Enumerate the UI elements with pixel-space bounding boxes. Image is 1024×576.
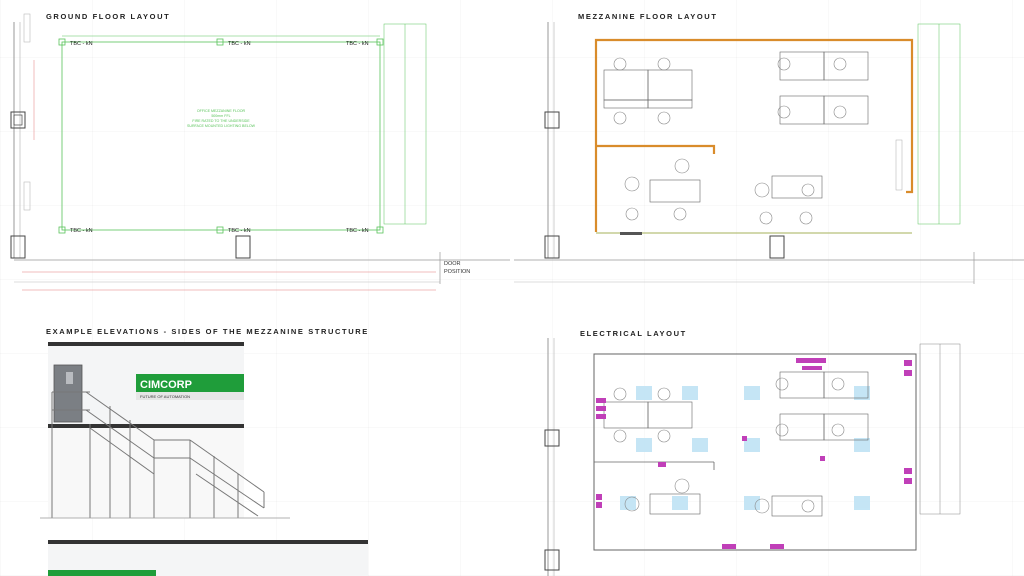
mezzanine-floor-title: MEZZANINE FLOOR LAYOUT xyxy=(578,12,718,21)
floor-note: SURFACE MOUNTED LIGHTING BELOW xyxy=(187,124,256,128)
load-label: TBC - kN xyxy=(228,228,251,234)
door-label: POSITION xyxy=(444,269,470,275)
brand-tagline: FUTURE OF AUTOMATION xyxy=(140,394,190,399)
electrical-layout-title: ELECTRICAL LAYOUT xyxy=(580,329,687,338)
load-label: TBC - kN xyxy=(346,41,369,47)
brand-name: CIMCORP xyxy=(140,379,192,391)
load-label: TBC - kN xyxy=(346,228,369,234)
ground-floor-plan: TBC - kN TBC - kN TBC - kN TBC - kN TBC … xyxy=(10,13,510,291)
load-label: TBC - kN xyxy=(70,41,93,47)
floor-note: FIRE RATED TO THE UNDERSIDE xyxy=(192,119,250,123)
load-label: TBC - kN xyxy=(228,41,251,47)
floor-note: 500mm FFL xyxy=(211,114,230,118)
door-label: DOOR xyxy=(444,261,461,267)
load-label: TBC - kN xyxy=(70,228,93,234)
elevation-drawing: CIMCORP FUTURE OF AUTOMATION xyxy=(40,342,368,576)
ground-floor-title: GROUND FLOOR LAYOUT xyxy=(46,12,171,21)
electrical-plan xyxy=(544,338,961,576)
mezzanine-floor-plan xyxy=(514,22,1024,284)
elevations-title: EXAMPLE ELEVATIONS - SIDES OF THE MEZZAN… xyxy=(46,327,369,336)
floor-note: OFFICE MEZZANINE FLOOR xyxy=(197,109,246,113)
